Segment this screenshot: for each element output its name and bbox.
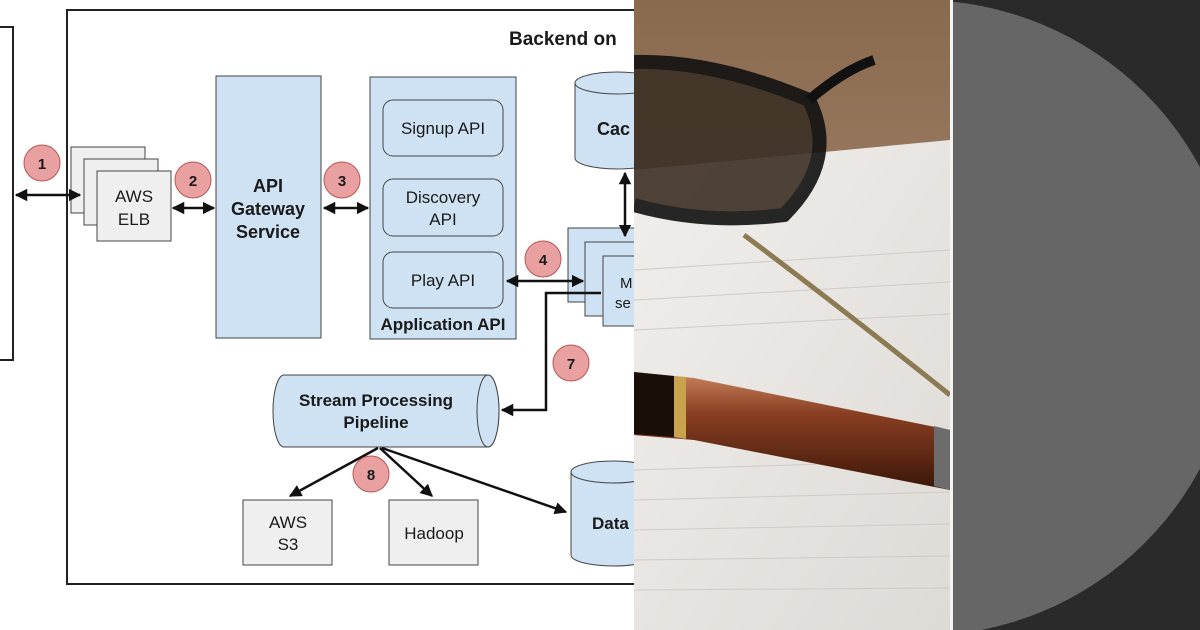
api-gateway-label-line2: Gateway	[231, 199, 305, 219]
stream-processing-label-line2: Pipeline	[343, 413, 408, 432]
data-store-node-partial: Data	[570, 460, 634, 567]
panel-divider	[950, 0, 953, 630]
aws-s3-label-line2: S3	[278, 535, 299, 554]
fountain-pen	[634, 372, 950, 490]
signup-api-node	[382, 99, 504, 157]
data-store-label-partial: Data	[592, 514, 629, 533]
notebook-lines	[634, 249, 950, 591]
api-gateway-label-line1: API	[253, 176, 283, 196]
cache-node-partial: Cac	[574, 71, 634, 170]
hadoop-label: Hadoop	[404, 524, 464, 543]
application-api-title: Application API	[381, 315, 506, 334]
svg-text:1: 1	[38, 156, 46, 173]
api-gateway-node: API Gateway Service	[215, 75, 322, 339]
aws-s3-label-line1: AWS	[269, 513, 307, 532]
svg-text:3: 3	[338, 173, 346, 190]
svg-text:2: 2	[189, 173, 197, 190]
step-badge-8: 8	[352, 455, 390, 493]
architecture-diagram: Backend on AWS ELB API Gateway Service S…	[0, 9, 634, 585]
gray-circle-shape	[950, 1, 1200, 630]
cache-label-partial: Cac	[597, 119, 630, 139]
bookmark-ribbon	[742, 233, 950, 397]
eyeglasses	[634, 54, 876, 226]
arrow-microservice-stream	[500, 291, 601, 417]
microservice-label-line2: se	[615, 295, 631, 312]
aws-elb-node: AWS ELB	[70, 146, 172, 242]
aws-elb-label-line2: ELB	[118, 210, 150, 229]
notebook-pen-photo	[634, 0, 950, 630]
discovery-api-node	[382, 178, 504, 237]
svg-text:8: 8	[367, 467, 375, 484]
step-badge-7: 7	[552, 344, 590, 382]
svg-text:7: 7	[567, 356, 575, 373]
api-gateway-label-line3: Service	[236, 222, 300, 242]
svg-text:4: 4	[539, 252, 548, 269]
arrow-stream-s3	[288, 446, 379, 498]
play-api-label: Play API	[411, 271, 475, 290]
step-badge-2: 2	[174, 161, 212, 199]
step-badge-3: 3	[323, 161, 361, 199]
arrow-stream-data	[381, 446, 568, 515]
backend-frame: Backend on	[66, 9, 634, 585]
play-api-node	[382, 251, 504, 309]
client-box-partial	[0, 26, 14, 361]
connector-arrows	[14, 171, 632, 515]
step-badges: 1 2 3 4 7 8	[23, 144, 590, 493]
abstract-circle-panel	[950, 0, 1200, 630]
open-notebook	[634, 140, 950, 630]
aws-elb-label-line1: AWS	[115, 187, 153, 206]
microservice-node-partial: M se	[567, 227, 634, 327]
step-badge-4: 4	[524, 240, 562, 278]
step-badge-1: 1	[23, 144, 61, 182]
aws-s3-node: AWS S3	[242, 499, 333, 566]
hadoop-node: Hadoop	[388, 499, 479, 566]
stream-processing-node: Stream Processing Pipeline	[272, 374, 500, 448]
signup-api-label: Signup API	[401, 119, 485, 138]
microservice-label-line1: M	[620, 275, 633, 292]
discovery-api-label-line2: API	[429, 210, 456, 229]
stream-processing-label-line1: Stream Processing	[299, 391, 453, 410]
discovery-api-label-line1: Discovery	[406, 188, 481, 207]
application-api-node: Signup API Discovery API Play API Applic…	[369, 76, 517, 340]
arrow-stream-hadoop	[379, 447, 433, 497]
backend-title: Backend on	[509, 29, 617, 50]
